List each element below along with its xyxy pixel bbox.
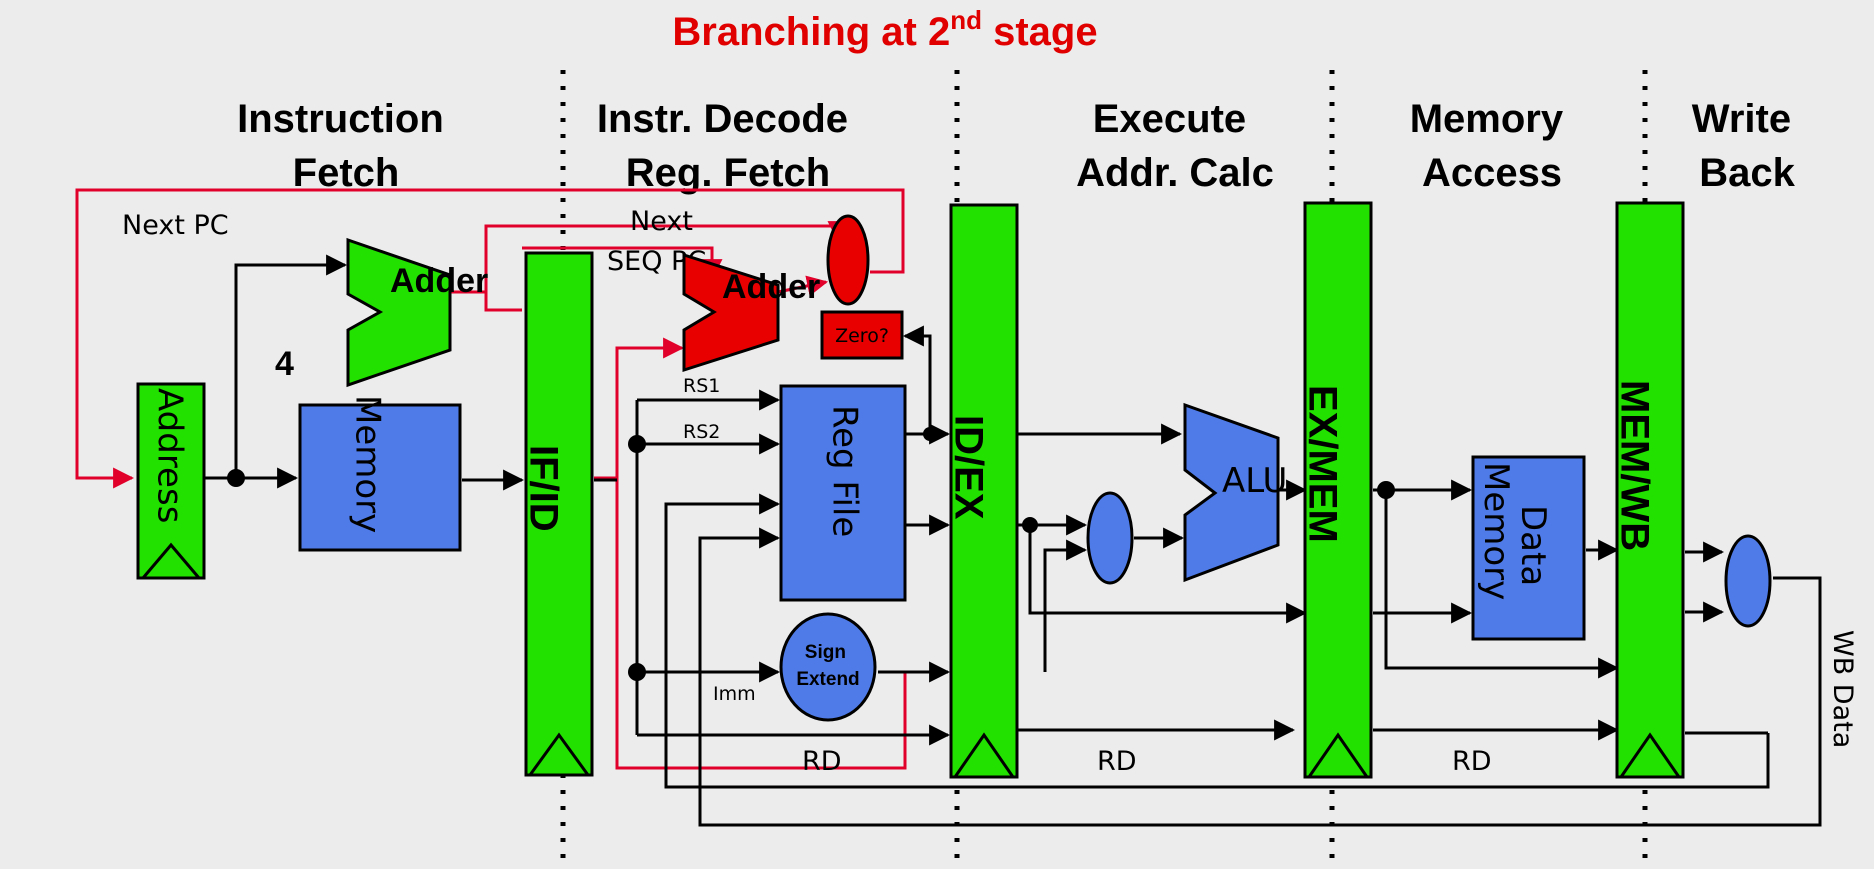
ex-mem-clock-triangle xyxy=(1307,732,1369,778)
wb-data-label: WB Data xyxy=(1827,630,1858,748)
stage-heading-writeback: Write Back xyxy=(1692,97,1802,195)
stage-heading-decode: Instr. Decode Reg. Fetch xyxy=(597,97,859,195)
idex-to-mux-b-wire xyxy=(1043,539,1088,672)
four-constant: 4 xyxy=(275,345,294,383)
sign-extend xyxy=(779,612,877,722)
zero-detect xyxy=(820,310,904,360)
ex-mem-register xyxy=(1303,201,1373,779)
mem-wb-register xyxy=(1615,201,1685,779)
adder1 xyxy=(346,237,452,388)
register-file-label: Reg File xyxy=(825,405,865,537)
stage-heading-execute: Execute Addr. Calc xyxy=(1076,97,1274,195)
alu-label: ALU xyxy=(1222,461,1287,501)
next-pc-label: Next PC xyxy=(122,210,229,241)
data-memory-label: Data Memory xyxy=(1476,462,1553,600)
pc-to-adder2-wire xyxy=(594,337,685,480)
junction-rs2 xyxy=(628,435,646,453)
rs1-label: RS1 xyxy=(683,375,720,397)
adder2-label: Adder xyxy=(722,268,820,306)
alu xyxy=(1183,402,1280,583)
id-ex-register xyxy=(949,203,1019,779)
id-ex-label: ID/EX xyxy=(946,415,990,520)
imm-label: Imm xyxy=(713,683,756,705)
ex-mem-label: EX/MEM xyxy=(1300,385,1344,543)
adder2-to-mux-wire xyxy=(777,275,829,297)
junction-zero xyxy=(923,427,937,441)
zero-label: Zero? xyxy=(835,325,889,347)
if-id-label: IF/ID xyxy=(521,445,565,532)
junction-pc xyxy=(227,469,245,487)
instruction-memory-label: Memory xyxy=(348,395,388,533)
pc-to-adder1-wire xyxy=(234,254,348,478)
idex-store-wire xyxy=(1028,525,1308,624)
mem-wb-clock-triangle xyxy=(1619,732,1681,778)
adder2 xyxy=(682,252,780,373)
zero-input-wire xyxy=(902,325,932,434)
rs2-label: RS2 xyxy=(683,421,720,443)
sign-extend-label: Sign Extend xyxy=(796,642,859,690)
register-file xyxy=(779,384,907,602)
rd-label-decode: RD xyxy=(802,746,842,777)
if-id-register xyxy=(524,251,594,777)
wb-data-wire xyxy=(698,527,1822,827)
next-pc-mux xyxy=(826,214,870,306)
alu-input-mux xyxy=(1086,491,1134,585)
exmem-bypass-wire xyxy=(1384,490,1620,679)
if-id-clock-triangle xyxy=(528,732,590,776)
stage-heading-fetch: Instruction Fetch xyxy=(237,97,455,195)
address-label: Address xyxy=(150,388,190,523)
junction-imm xyxy=(628,663,646,681)
mem-wb-label: MEM/WB xyxy=(1612,380,1656,551)
diagram-title: Branching at 2nd stage xyxy=(672,5,1097,54)
rd-label-memory: RD xyxy=(1452,746,1492,777)
adder1-label: Adder xyxy=(390,262,488,300)
id-ex-clock-triangle xyxy=(953,732,1015,778)
data-memory xyxy=(1471,455,1586,641)
next-pc-wire xyxy=(75,188,905,489)
wb-reg-wire xyxy=(664,493,1770,789)
rd-label-execute: RD xyxy=(1097,746,1137,777)
instruction-memory xyxy=(298,403,462,552)
seq-pc-to-ifid-wire xyxy=(484,292,522,312)
writeback-mux xyxy=(1724,534,1772,628)
pc-clock-triangle xyxy=(141,542,201,579)
stage-heading-memory: Memory Access xyxy=(1410,97,1575,195)
